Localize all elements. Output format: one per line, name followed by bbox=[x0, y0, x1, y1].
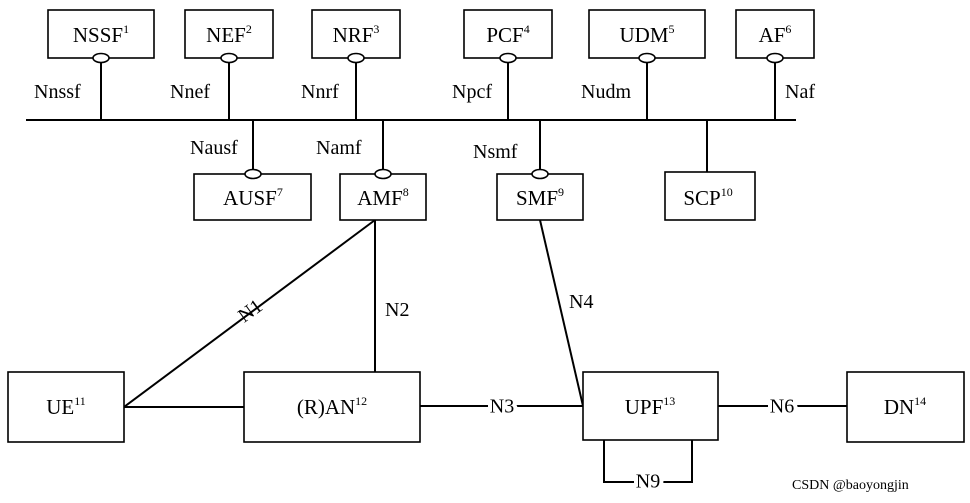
ran-box bbox=[243, 371, 421, 443]
naf-label: Naf bbox=[785, 81, 815, 103]
nrf-box bbox=[311, 9, 401, 59]
ausf-port bbox=[244, 168, 262, 180]
nrf-port bbox=[347, 52, 365, 64]
pcf-port bbox=[499, 52, 517, 64]
nef-box bbox=[184, 9, 274, 59]
af-label: AF6 bbox=[759, 22, 792, 47]
nrf-label: NRF3 bbox=[333, 22, 380, 47]
n4-link bbox=[539, 219, 584, 407]
ran-label: (R)AN12 bbox=[297, 394, 367, 419]
npcf-label: Npcf bbox=[452, 81, 492, 103]
n4-label: N4 bbox=[569, 291, 593, 313]
scp-box bbox=[664, 171, 756, 221]
n6-label: N6 bbox=[770, 396, 794, 418]
af-port bbox=[766, 52, 784, 64]
amf-port bbox=[374, 168, 392, 180]
upf-box bbox=[582, 371, 719, 441]
nnssf-label: Nnssf bbox=[34, 81, 81, 103]
n1-link bbox=[123, 219, 376, 408]
upf-label: UPF13 bbox=[625, 394, 676, 419]
nsmf-label: Nsmf bbox=[473, 141, 518, 163]
nef-port bbox=[220, 52, 238, 64]
nudm-label: Nudm bbox=[581, 81, 631, 103]
n9-label: N9 bbox=[636, 471, 660, 493]
dn-box bbox=[846, 371, 965, 443]
namf-label: Namf bbox=[316, 137, 362, 159]
nnef-label: Nnef bbox=[170, 81, 210, 103]
udm-label: UDM5 bbox=[619, 22, 674, 47]
ue-label: UE11 bbox=[46, 394, 86, 419]
n2-label: N2 bbox=[385, 299, 409, 321]
pcf-label: PCF4 bbox=[486, 22, 529, 47]
nssf-label: NSSF1 bbox=[73, 22, 129, 47]
nnrf-label: Nnrf bbox=[301, 81, 339, 103]
smf-label: SMF9 bbox=[516, 185, 564, 210]
scp-label: SCP10 bbox=[683, 185, 732, 210]
dn-label: DN14 bbox=[884, 394, 926, 419]
n9-loop bbox=[603, 440, 693, 483]
watermark: CSDN @baoyongjin bbox=[792, 478, 909, 493]
nef-label: NEF2 bbox=[206, 22, 252, 47]
ausf-label: AUSF7 bbox=[223, 185, 283, 210]
nausf-label: Nausf bbox=[190, 137, 238, 159]
amf-box bbox=[339, 173, 427, 221]
udm-box bbox=[588, 9, 706, 59]
amf-label: AMF8 bbox=[357, 185, 409, 210]
ausf-box bbox=[193, 173, 312, 221]
nssf-box bbox=[47, 9, 155, 59]
smf-port bbox=[531, 168, 549, 180]
nssf-port bbox=[92, 52, 110, 64]
udm-port bbox=[638, 52, 656, 64]
smf-box bbox=[496, 173, 584, 221]
af-box bbox=[735, 9, 815, 59]
pcf-box bbox=[463, 9, 553, 59]
ue-box bbox=[7, 371, 125, 443]
n3-label: N3 bbox=[490, 396, 514, 418]
